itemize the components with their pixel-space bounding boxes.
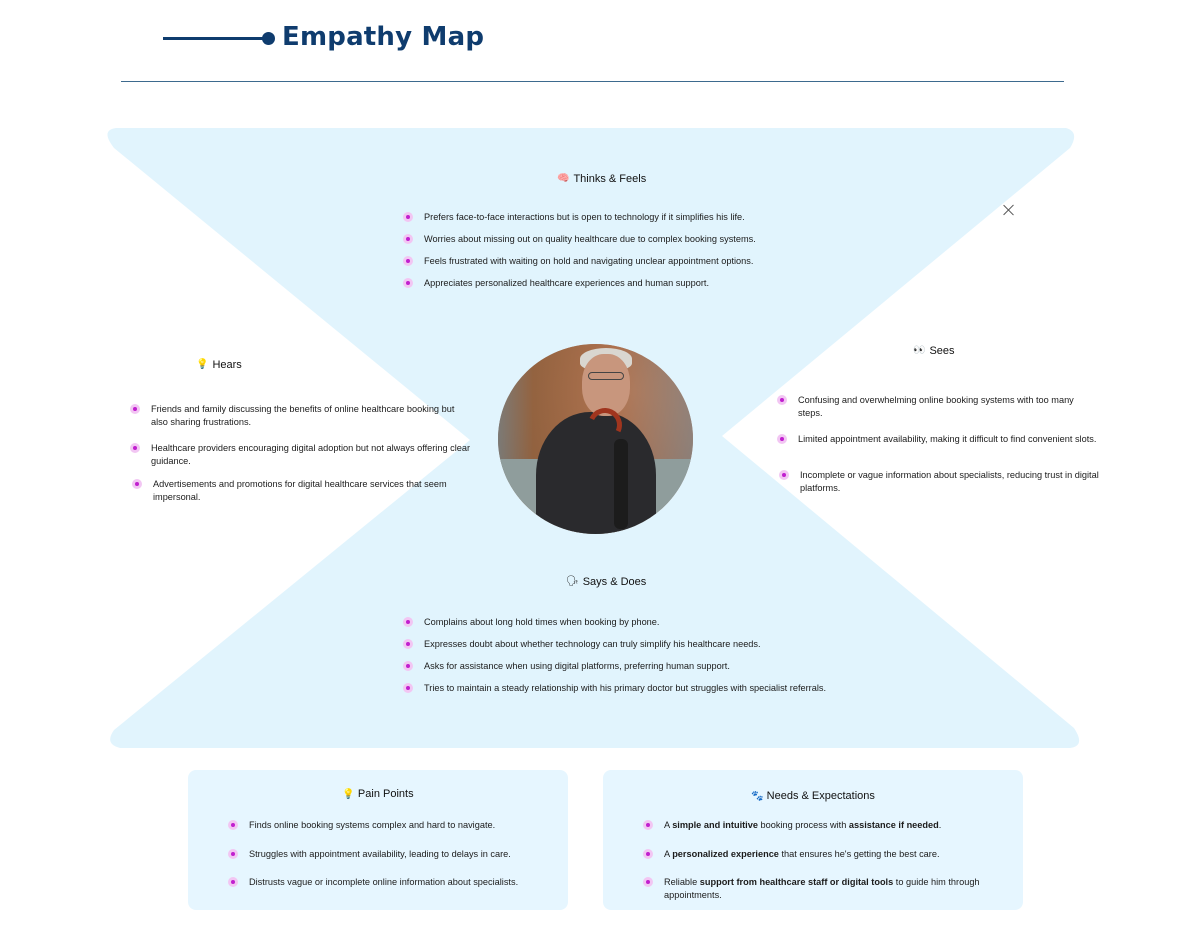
list-item: Reliable support from healthcare staff o… bbox=[664, 877, 980, 900]
pain-points-heading: 💡 Pain Points bbox=[342, 788, 414, 800]
title-dot bbox=[262, 32, 275, 45]
bullet-icon bbox=[130, 404, 140, 414]
list-item: Expresses doubt about whether technology… bbox=[424, 639, 761, 649]
list-item: Complains about long hold times when boo… bbox=[424, 617, 660, 627]
bullet-icon bbox=[403, 278, 413, 288]
list-item: Finds online booking systems complex and… bbox=[249, 820, 496, 830]
speaking-head-icon: 🗣 bbox=[566, 576, 579, 587]
page-title: Empathy Map bbox=[282, 22, 485, 52]
sees-heading: 👀 Sees bbox=[913, 345, 955, 357]
bullet-icon bbox=[403, 256, 413, 266]
bullet-icon bbox=[643, 849, 653, 859]
list-item: Distrusts vague or incomplete online inf… bbox=[249, 877, 519, 887]
list-item: Tries to maintain a steady relationship … bbox=[424, 683, 827, 693]
list-item: Feels frustrated with waiting on hold an… bbox=[424, 256, 754, 266]
brain-icon: 🧠 bbox=[557, 173, 570, 184]
list-item: Healthcare providers encouraging digital… bbox=[151, 443, 471, 466]
bullet-icon bbox=[643, 820, 653, 830]
bullet-icon bbox=[228, 877, 238, 887]
bullet-icon bbox=[777, 434, 787, 444]
bullet-icon bbox=[643, 877, 653, 887]
list-item: Worries about missing out on quality hea… bbox=[424, 234, 756, 244]
hears-heading: 💡 Hears bbox=[196, 359, 242, 371]
bullet-icon bbox=[403, 683, 413, 693]
list-item: Asks for assistance when using digital p… bbox=[424, 661, 730, 671]
needs-expectations-heading: 🐾 Needs & Expectations bbox=[751, 790, 875, 802]
lightbulb-icon: 💡 bbox=[196, 359, 209, 370]
bullet-icon bbox=[403, 234, 413, 244]
bullet-icon bbox=[130, 443, 140, 453]
list-item: Incomplete or vague information about sp… bbox=[800, 470, 1099, 493]
list-item: Advertisements and promotions for digita… bbox=[153, 479, 447, 502]
title-line bbox=[163, 37, 267, 40]
needs-expectations-card: 🐾 Needs & Expectations A simple and intu… bbox=[603, 770, 1023, 910]
list-item: Friends and family discussing the benefi… bbox=[151, 404, 455, 427]
list-item: Limited appointment availability, making… bbox=[798, 434, 1097, 444]
close-icon[interactable] bbox=[1001, 202, 1017, 218]
thinks-feels-heading: 🧠 Thinks & Feels bbox=[557, 173, 647, 185]
list-item: Struggles with appointment availability,… bbox=[249, 849, 511, 859]
bulb-icon: 💡 bbox=[342, 789, 355, 800]
bullet-icon bbox=[403, 639, 413, 649]
bullet-icon bbox=[228, 820, 238, 830]
bullet-icon bbox=[403, 617, 413, 627]
list-item: Prefers face-to-face interactions but is… bbox=[424, 212, 745, 222]
list-item: A simple and intuitive booking process w… bbox=[664, 820, 942, 830]
pain-points-card: 💡 Pain Points Finds online booking syste… bbox=[188, 770, 568, 910]
list-item: Appreciates personalized healthcare expe… bbox=[424, 278, 709, 288]
bullet-icon bbox=[132, 479, 142, 489]
bullet-icon bbox=[403, 661, 413, 671]
list-item: Confusing and overwhelming online bookin… bbox=[798, 395, 1074, 418]
paw-icon: 🐾 bbox=[751, 791, 764, 802]
says-does-heading: 🗣 Says & Does bbox=[566, 576, 647, 588]
bullet-icon bbox=[779, 470, 789, 480]
list-item: A personalized experience that ensures h… bbox=[664, 849, 940, 859]
persona-photo bbox=[498, 344, 693, 534]
bullet-icon bbox=[228, 849, 238, 859]
eyes-icon: 👀 bbox=[913, 345, 926, 356]
bullet-icon bbox=[777, 395, 787, 405]
header-divider bbox=[121, 81, 1064, 82]
bullet-icon bbox=[403, 212, 413, 222]
